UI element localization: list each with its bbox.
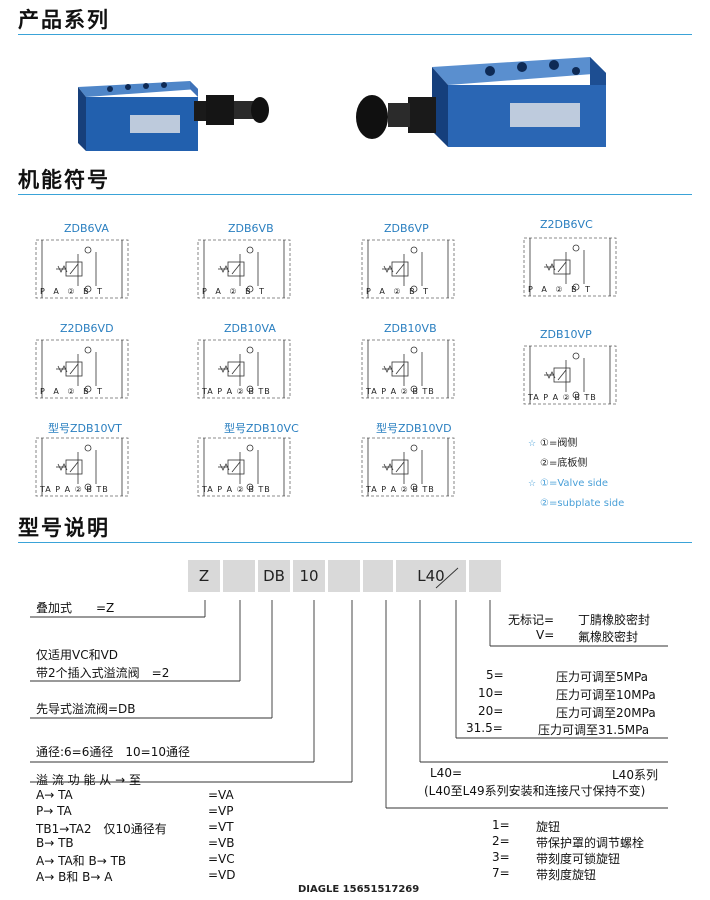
code-cell: 10 xyxy=(293,560,325,592)
flow-value: =VB xyxy=(208,836,235,850)
flow-value: =VA xyxy=(208,788,234,802)
series-value: L40系列 xyxy=(612,768,658,782)
code-cell: Z xyxy=(188,560,220,592)
symbol-label: ZDB10VB xyxy=(384,322,437,335)
code-cell: L40 xyxy=(396,560,466,592)
adjust-value: 旋钮 xyxy=(536,820,561,834)
pressure-value: 压力可调至31.5MPa xyxy=(538,723,650,737)
flow-value: =VP xyxy=(208,804,234,818)
legend-row: ☆①=阀侧 xyxy=(528,438,578,449)
flow-value: =VT xyxy=(208,820,234,834)
desc-vcvd-1: 仅适用VC和VD xyxy=(36,648,119,662)
footer-contact: DIAGLE 15651517269 xyxy=(298,884,420,895)
code-cell: DB xyxy=(258,560,290,592)
symbol-label: 型号ZDB10VD xyxy=(376,422,452,435)
symbol-label: ZDB6VP xyxy=(384,222,429,235)
pressure-key: 31.5= xyxy=(466,721,503,735)
desc-size: 通径:6=6通径 10=10通径 xyxy=(36,745,190,759)
desc-flow-title: 溢 流 功 能 从 → 至 xyxy=(36,773,141,787)
adjust-value: 带刻度可锁旋钮 xyxy=(536,852,621,866)
symbol-label: ZDB6VB xyxy=(228,222,274,235)
flow-value: =VD xyxy=(208,868,236,882)
series-note: (L40至L49系列安装和连接尺寸保持不变) xyxy=(424,784,646,798)
pressure-key: 5= xyxy=(486,668,504,682)
adjust-key: 3= xyxy=(492,850,510,864)
section-title-model: 型号说明 xyxy=(18,516,110,540)
pressure-value: 压力可调至20MPa xyxy=(556,706,656,720)
product-photo-zdb10 xyxy=(356,57,606,147)
legend-row: ②=subplate side xyxy=(540,498,625,509)
flow-key: A→ TA和 B→ TB xyxy=(36,854,127,868)
pressure-key: 20= xyxy=(478,704,504,718)
adjust-key: 2= xyxy=(492,834,510,848)
symbol-label: Z2DB6VD xyxy=(60,322,114,335)
model-code-bar: Z DB 10 L40 xyxy=(188,560,501,592)
section-title-symbols: 机能符号 xyxy=(18,168,110,192)
legend-row: ☆①=Valve side xyxy=(528,478,609,489)
adjust-key: 1= xyxy=(492,818,510,832)
pressure-key: 10= xyxy=(478,686,504,700)
symbol-label: 型号ZDB10VT xyxy=(48,422,122,435)
flow-key: A→ TA xyxy=(36,788,73,802)
flow-key: TB1→TA2 仅10通径有 xyxy=(36,822,167,836)
code-cell xyxy=(223,560,255,592)
section-divider xyxy=(18,34,692,35)
code-cell xyxy=(328,560,360,592)
flow-value: =VC xyxy=(208,852,235,866)
adjust-value: 带保护罩的调节螺栓 xyxy=(536,836,645,850)
symbol-legend: ☆①=阀侧 ②=底板侧 ☆①=Valve side ②=subplate sid… xyxy=(528,434,624,514)
flow-key: P→ TA xyxy=(36,804,72,818)
legend-row: ②=底板侧 xyxy=(540,458,588,469)
series-key: L40= xyxy=(430,766,463,780)
code-cell xyxy=(469,560,501,592)
flow-key: B→ TB xyxy=(36,836,74,850)
symbol-label: ZDB10VP xyxy=(540,328,592,341)
section-divider xyxy=(18,194,692,195)
adjust-value: 带刻度旋钮 xyxy=(536,868,597,882)
pressure-value: 压力可调至10MPa xyxy=(556,688,656,702)
section-divider xyxy=(18,542,692,543)
pressure-value: 压力可调至5MPa xyxy=(556,670,649,684)
symbol-label: ZDB6VA xyxy=(64,222,109,235)
adjust-key: 7= xyxy=(492,866,510,880)
section-title-products: 产品系列 xyxy=(18,8,110,32)
desc-pilot: 先导式溢流阀=DB xyxy=(36,702,136,716)
flow-key: A→ B和 B→ A xyxy=(36,870,113,884)
seal-value: 丁腈橡胶密封 xyxy=(578,613,651,627)
symbol-label: Z2DB6VC xyxy=(540,218,593,231)
seal-key: 无标记= xyxy=(508,613,555,627)
seal-key: V= xyxy=(536,628,555,642)
seal-value: 氟橡胶密封 xyxy=(578,630,639,644)
desc-vcvd-2: 带2个插入式溢流阀 =2 xyxy=(36,666,170,680)
code-cell xyxy=(363,560,393,592)
symbol-label: ZDB10VA xyxy=(224,322,276,335)
symbol-label: 型号ZDB10VC xyxy=(224,422,299,435)
desc-stack: 叠加式 =Z xyxy=(36,601,115,615)
product-photo-zdb6 xyxy=(78,81,269,151)
